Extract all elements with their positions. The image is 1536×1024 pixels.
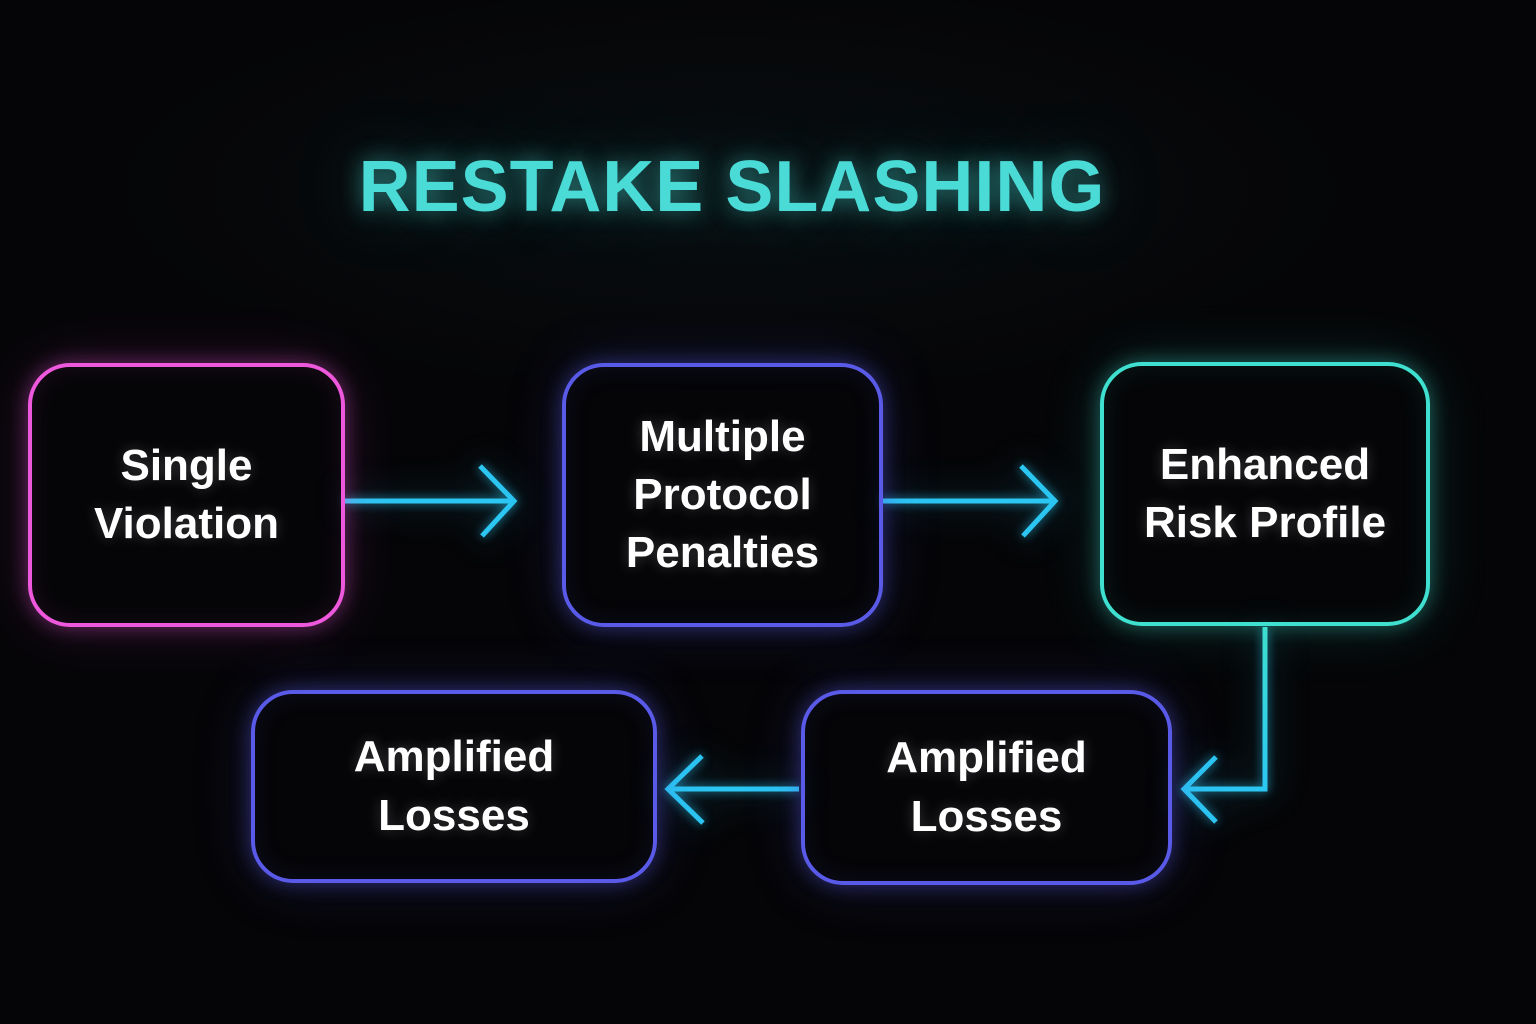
node-single-violation-label: Single Violation <box>94 440 279 548</box>
diagram-title: RESTAKE SLASHING <box>358 147 1106 227</box>
node-enhanced-risk-profile: Enhanced Risk Profile <box>1100 362 1430 626</box>
node-single-violation: Single Violation <box>28 363 345 627</box>
node-amplified-losses-left-label: Amplified Losses <box>353 732 555 840</box>
arrow-right-2-icon <box>883 464 1059 538</box>
arrow-right-1-icon <box>345 464 518 538</box>
arrow-down-left-elbow-icon <box>1180 627 1268 824</box>
node-multiple-protocol-penalties: Multiple Protocol Penalties <box>562 363 883 627</box>
node-amplified-losses-right: Amplified Losses <box>801 690 1172 885</box>
node-amplified-losses-left: Amplified Losses <box>251 690 657 883</box>
arrow-left-icon <box>664 754 799 825</box>
node-multiple-protocol-penalties-label: Multiple Protocol Penalties <box>625 411 820 578</box>
node-enhanced-risk-profile-label: Enhanced Risk Profile <box>1143 439 1387 547</box>
node-amplified-losses-right-label: Amplified Losses <box>886 733 1087 841</box>
